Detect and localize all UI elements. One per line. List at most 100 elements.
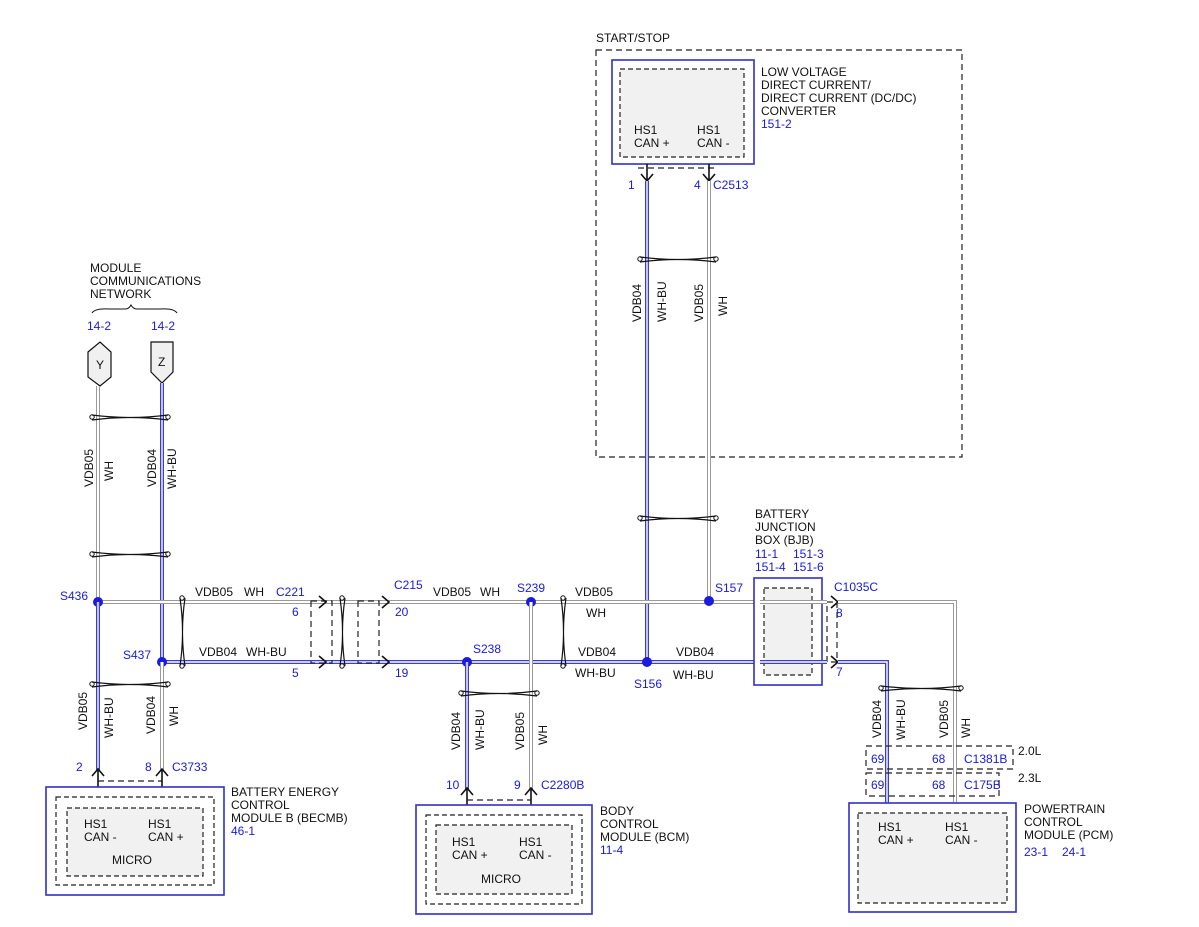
bjb-module[interactable] [753,577,823,686]
splice-s238-label: S238 [473,642,501,656]
bcm-pin-right-line1: HS1 [519,835,543,849]
c175b-pin-68: 68 [932,778,946,792]
c2513-arrow-left [640,164,654,183]
splice-s157[interactable] [704,596,714,606]
becmb-pin-right-line1: HS1 [148,817,172,831]
c2513-label[interactable]: C2513 [713,178,749,192]
network-wh-label: WH [102,461,116,481]
network-wh-bu-label: WH-BU [165,448,179,489]
bus-wh-label-1: WH [244,585,264,599]
becmb-wh-bu-label: WH-BU [102,697,116,738]
network-tag-y[interactable] [87,341,112,387]
pcm-vdb04-label: VDB04 [870,700,884,738]
bcm-module[interactable]: HS1 CAN + HS1 CAN - MICRO [415,804,593,915]
c215-connector[interactable] [357,600,380,664]
becmb-pin-right-line2: CAN + [148,830,184,844]
pcm-pin-right-line2: CAN - [945,833,978,847]
pcm-wh-bu-label: WH-BU [894,699,908,740]
c1381b-label[interactable]: C1381B [964,752,1007,766]
becmb-name-line1: BATTERY ENERGY [231,785,339,799]
twist-dcdc-bottom [639,515,717,522]
bjb-ref-11-1[interactable]: 11-1 [755,547,778,561]
pcm-ref-24-1[interactable]: 24-1 [1062,845,1086,859]
dcdc-name-line3: DIRECT CURRENT (DC/DC) [761,91,917,105]
c215-pin-20: 20 [395,605,409,619]
pcm-pin-left-line1: HS1 [878,820,902,834]
dcdc-ref[interactable]: 151-2 [761,117,792,131]
c2513-pin-1: 1 [628,178,635,192]
network-tag-z-label: Z [158,355,165,369]
dcdc-name-line4: CONVERTER [761,104,836,118]
bus-vdb04-label-3: VDB04 [578,645,616,659]
c1035c-label[interactable]: C1035C [834,580,878,594]
c1035c-pin-7: 7 [836,665,843,679]
c1381b-connector[interactable] [865,745,1014,770]
bjb-ref-151-4[interactable]: 151-4 [755,560,786,574]
bus-wh-label-3: WH [586,606,606,620]
bjb-ref-151-3[interactable]: 151-3 [793,547,824,561]
bcm-ref[interactable]: 11-4 [600,843,623,857]
dcdc-converter-module[interactable]: HS1 CAN + HS1 CAN - [611,59,755,165]
network-tag-z[interactable] [150,341,174,384]
splice-s437-label: S437 [123,648,151,662]
bus-vdb05-label-1: VDB05 [195,585,233,599]
pcm-ref-23-1[interactable]: 23-1 [1024,845,1048,859]
bcm-wh-label: WH [536,725,550,745]
c221-arrow-top [318,595,328,609]
c1035c-connector[interactable] [826,601,838,663]
bcm-pin-left-line2: CAN + [452,848,488,862]
c3733-pin-2: 2 [76,760,83,774]
c3733-label[interactable]: C3733 [172,760,208,774]
bus-wh-bu-label-1: WH-BU [246,645,287,659]
bcm-vdb04-label: VDB04 [449,712,463,750]
network-ref-z[interactable]: 14-2 [151,319,175,333]
bcm-name-line1: BODY [600,804,634,818]
pcm-vdb05-label: VDB05 [937,700,951,738]
twist-dcdc-top [639,256,717,263]
c221-label[interactable]: C221 [276,585,305,599]
engine-2-3l-label: 2.3L [1018,771,1042,785]
twist-bus-1 [179,597,186,667]
pcm-name-line1: POWERTRAIN [1024,802,1105,816]
twist-bus-3 [560,597,567,667]
dcdc-pin-right-line2: CAN - [697,136,730,150]
pcm-module[interactable]: HS1 CAN + HS1 CAN - [848,802,1017,913]
bus-vdb05-label-2: VDB05 [433,585,471,599]
c2280b-label[interactable]: C2280B [541,778,584,792]
c175b-pin-69: 69 [871,778,885,792]
network-label-line1: MODULE [90,261,141,275]
bcm-micro: MICRO [481,872,521,886]
bus-wh-label-2: WH [480,585,500,599]
bus-vdb04-label-4: VDB04 [676,645,714,659]
becmb-ref[interactable]: 46-1 [231,824,255,838]
c221-pin-6: 6 [292,605,299,619]
twist-becmb [91,681,169,688]
c221-arrow-bot [318,655,328,669]
c215-pin-19: 19 [395,666,409,680]
c3733-pin-8: 8 [145,760,152,774]
pcm-pin-right-line1: HS1 [945,820,969,834]
bcm-wh-bu-label: WH-BU [473,709,487,750]
twist-network-bottom [91,551,169,558]
c175b-label[interactable]: C175B [964,778,1001,792]
bus-vdb05-label-3: VDB05 [575,585,613,599]
splice-s436-label: S436 [60,589,88,603]
c215-label[interactable]: C215 [394,578,423,592]
dcdc-vdb05-label: VDB05 [692,284,706,322]
dcdc-wh-bu-label: WH-BU [655,281,669,322]
bcm-pin-left-line1: HS1 [452,835,476,849]
pcm-wh-label: WH [959,718,973,738]
becmb-module[interactable]: HS1 CAN - HS1 CAN + MICRO [45,786,225,896]
bcm-vdb05-label: VDB05 [513,712,527,750]
dcdc-wh-label: WH [716,296,730,316]
c1381b-pin-68: 68 [932,752,946,766]
twist-network-top [91,414,169,421]
network-ref-y[interactable]: 14-2 [87,319,111,333]
c221-connector[interactable] [310,600,333,664]
bjb-ref-151-6[interactable]: 151-6 [793,560,824,574]
c175b-connector[interactable] [865,772,1000,797]
pcm-name-line2: CONTROL [1024,815,1083,829]
splice-s156[interactable] [642,657,652,667]
bjb-name-line1: BATTERY [755,507,809,521]
